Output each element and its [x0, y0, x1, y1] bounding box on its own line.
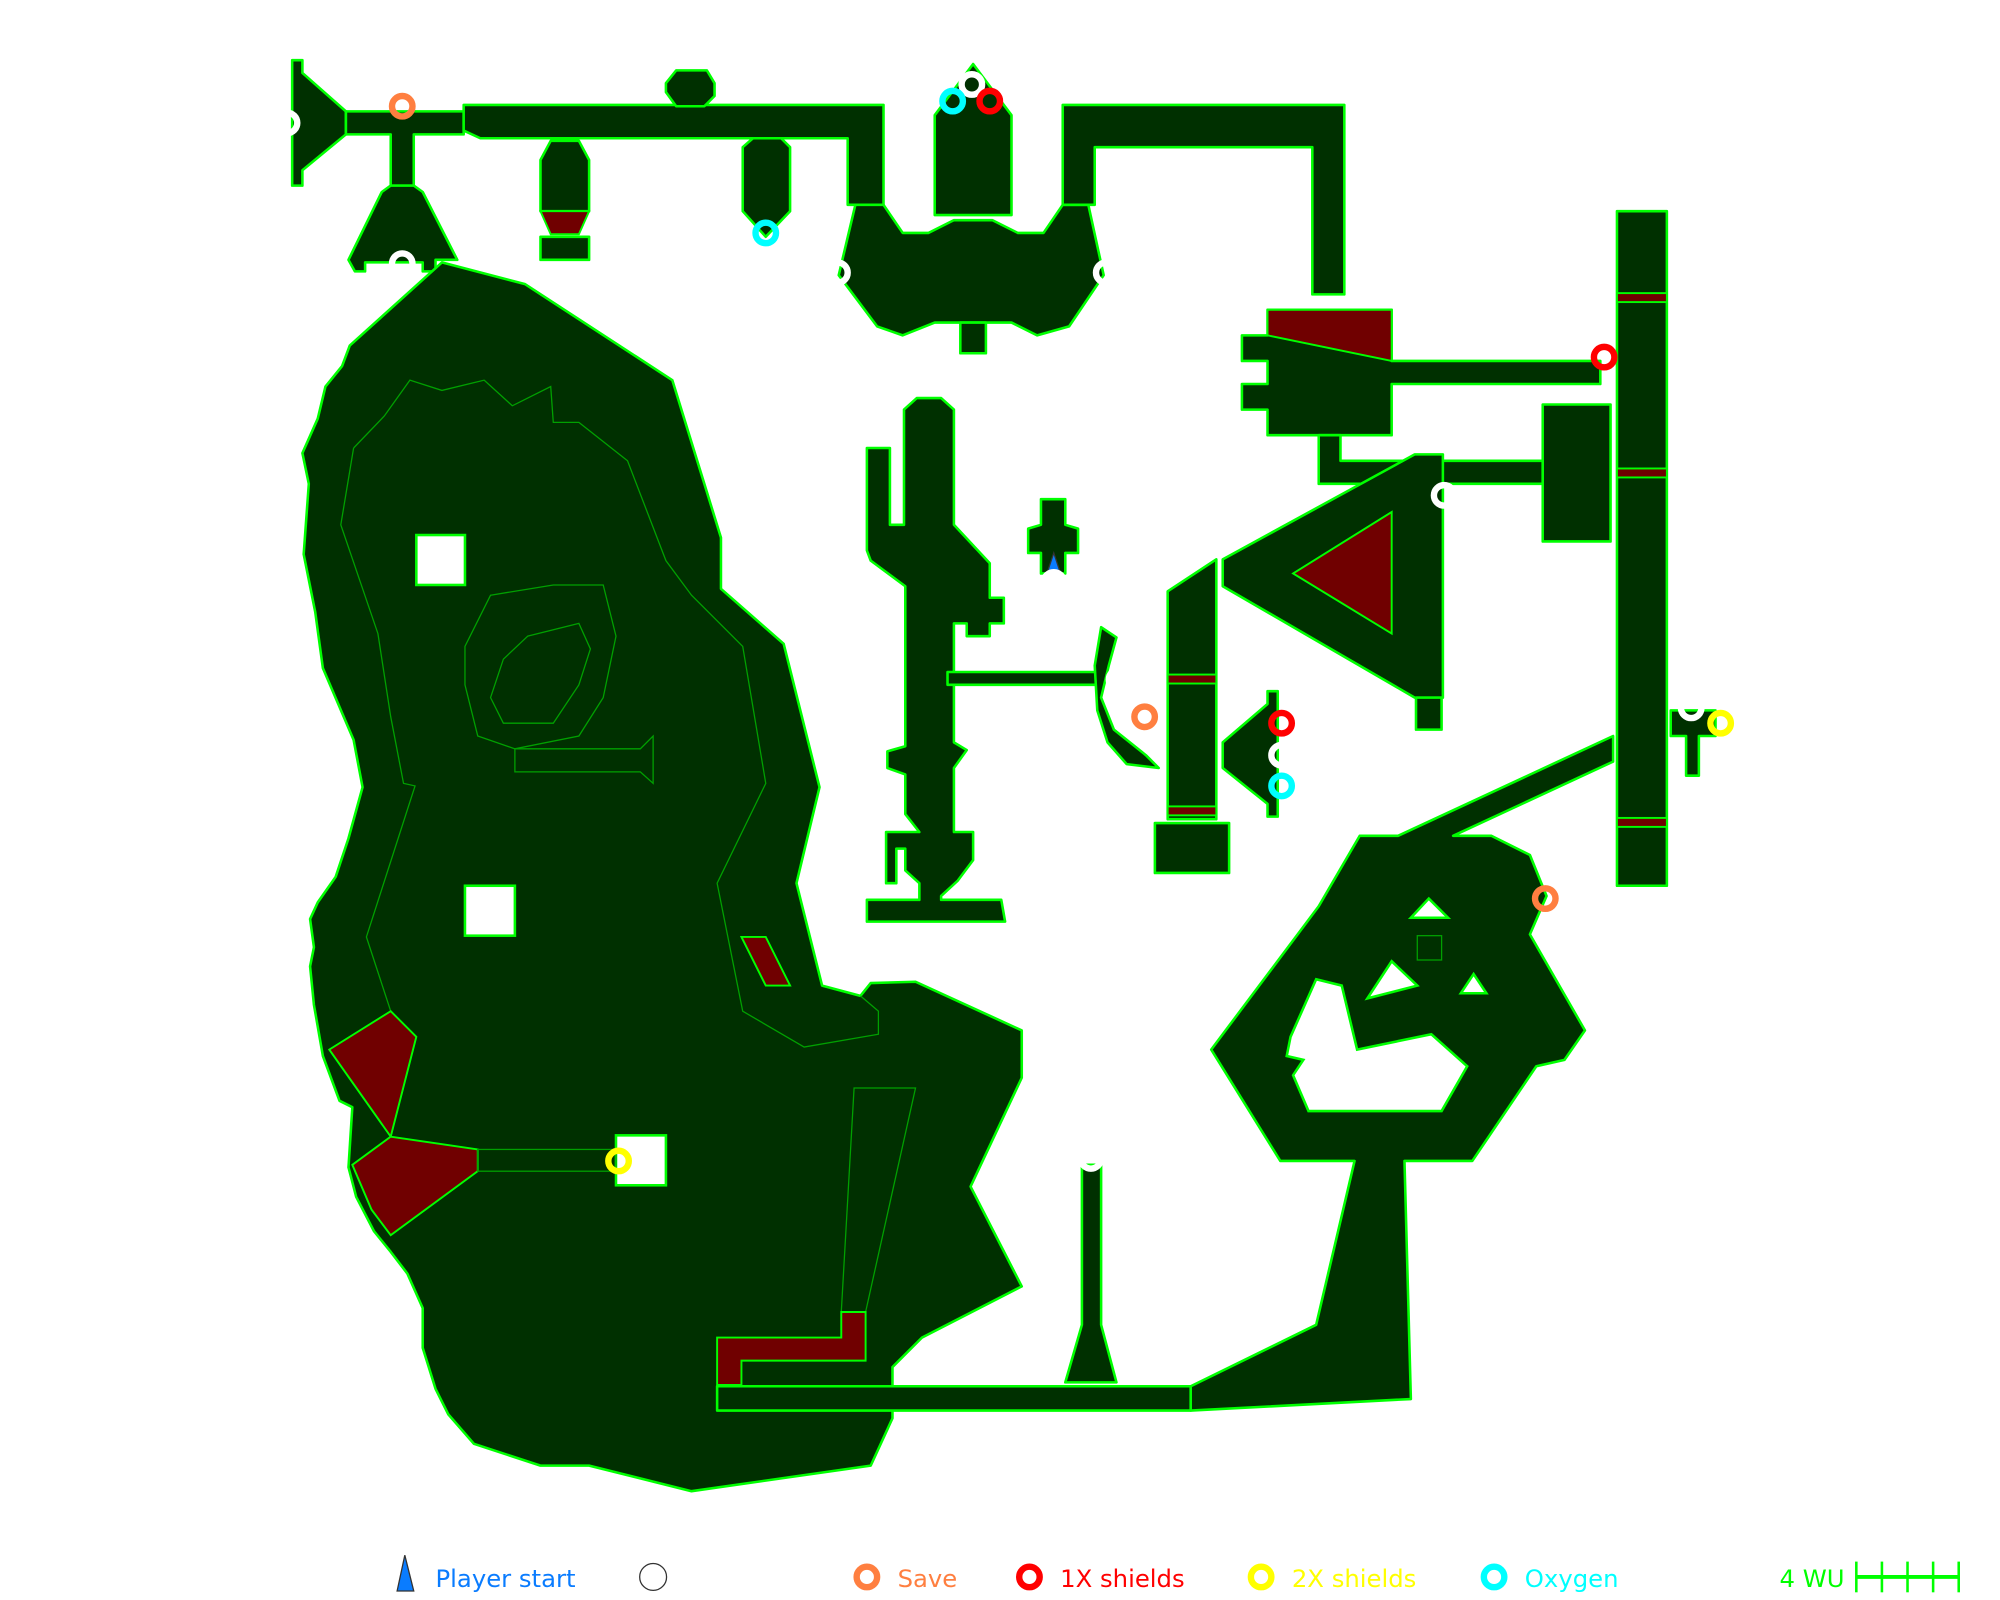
pod-1-box [539, 235, 591, 262]
void [1364, 959, 1420, 1001]
column-east [1615, 209, 1669, 888]
room-player-start [1026, 497, 1080, 575]
void [1285, 977, 1469, 1113]
pod-2 [741, 136, 792, 239]
room-east-box [1541, 403, 1612, 543]
oxygen-icon [752, 87, 1296, 800]
room-trapezoid [347, 184, 459, 273]
generic-item-icon [273, 71, 1705, 1172]
corridor-northeast [1061, 103, 1346, 296]
column-middle [1166, 558, 1218, 821]
hazard-strip [1616, 292, 1668, 304]
room-east-small [1669, 709, 1717, 777]
shield-2x-icon [605, 709, 1735, 1175]
hazard-lava [739, 936, 792, 987]
legend-player-start-icon [396, 1555, 415, 1592]
legend-oxygen-icon [1480, 1563, 1508, 1591]
cave-contour [353, 379, 880, 1048]
hazard-strip [1616, 816, 1668, 828]
room-small-triangle [1221, 689, 1280, 818]
void [1407, 896, 1452, 920]
pillar [463, 884, 517, 937]
corridor-center [946, 670, 1100, 687]
stem-south [1064, 1163, 1118, 1384]
legend-generic-item-icon [639, 1563, 667, 1591]
room-central-north [837, 203, 1105, 337]
cave-contour [340, 447, 416, 1012]
room-triangle-stub [1414, 696, 1443, 731]
legend-scale-label: 4 WU [1780, 1564, 1845, 1593]
corridor-northwest [344, 110, 465, 187]
legend-save-icon [853, 1563, 881, 1591]
map-polygons [290, 58, 1717, 1493]
pod-top [664, 69, 716, 108]
hazard-lava [1266, 308, 1393, 363]
scale-bar [1855, 1561, 1960, 1593]
hazard-strip [1166, 673, 1218, 685]
hazard-strip [1616, 467, 1668, 479]
item-markers [273, 71, 1735, 1175]
corridor-north [462, 103, 885, 207]
save-icon [388, 92, 1559, 913]
tower [933, 62, 1013, 217]
legend-shield-1x-label: 1X shields [1060, 1564, 1185, 1593]
corridor-south [715, 1384, 1192, 1412]
bridge [477, 1148, 617, 1172]
curved-ramp [1093, 625, 1160, 770]
pillar [614, 1134, 668, 1187]
cave-ring [464, 584, 617, 750]
shield-1x-icon [976, 87, 1618, 737]
column-middle-base [1153, 821, 1231, 875]
hazard-lava [1291, 510, 1393, 636]
legend: Player start Save 1X shields 2X shields … [396, 1555, 1960, 1593]
legend-oxygen-label: Oxygen [1525, 1564, 1619, 1593]
platform [1416, 935, 1443, 961]
legend-shield-2x-icon [1247, 1563, 1275, 1591]
pillar [415, 533, 467, 587]
legend-shield-1x-icon [1016, 1563, 1043, 1591]
hazard-pod-1 [539, 210, 591, 236]
hazard-strip [1166, 805, 1218, 817]
void [1458, 971, 1489, 995]
legend-shield-2x-label: 2X shields [1292, 1564, 1417, 1593]
room-central-stub [959, 321, 988, 355]
legend-player-start-label: Player start [436, 1564, 576, 1593]
legend-save-label: Save [898, 1564, 958, 1593]
cave-pier [514, 734, 654, 785]
cave-ring-inner [489, 622, 592, 724]
pod-1 [539, 139, 591, 213]
structure-center [865, 396, 1007, 923]
